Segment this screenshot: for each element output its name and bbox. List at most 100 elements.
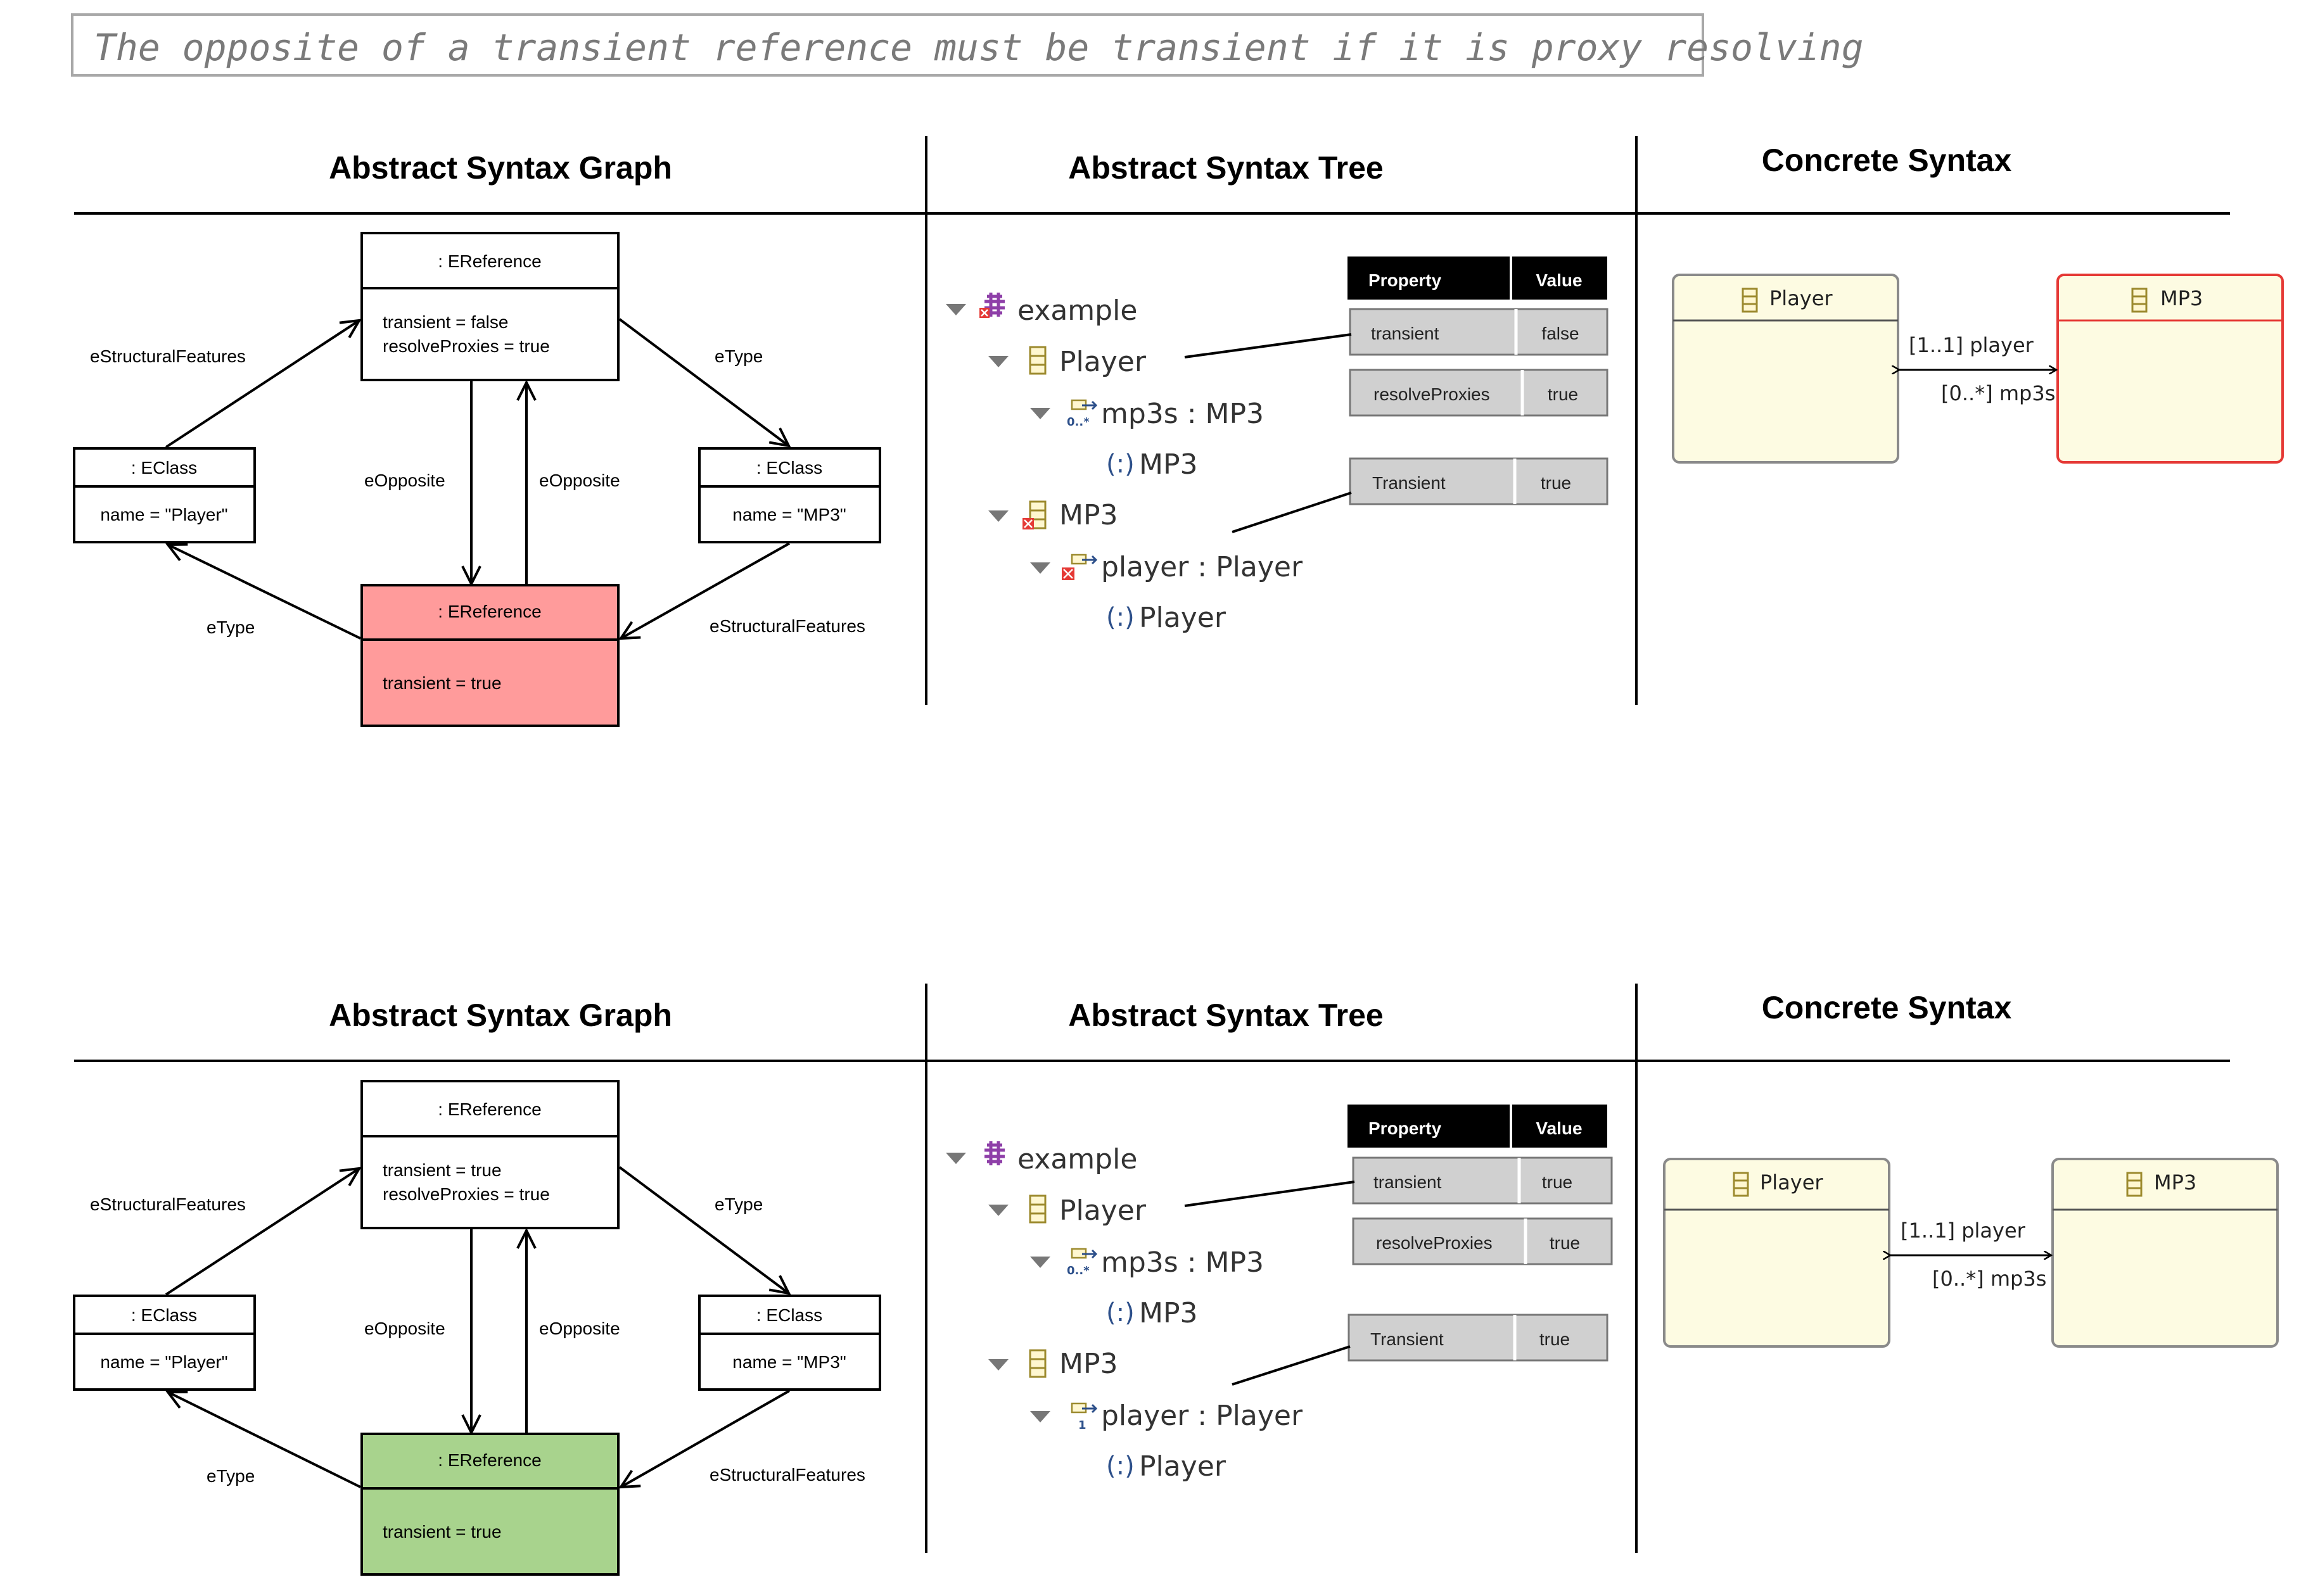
ast-header: Abstract Syntax Tree	[1068, 998, 1383, 1033]
bottom-ereference-title: : EReference	[438, 602, 541, 621]
expand-triangle-icon[interactable]	[1030, 408, 1050, 419]
asg-header: Abstract Syntax Graph	[329, 150, 672, 186]
cs-mp3-class-error[interactable]: MP3	[2056, 274, 2284, 464]
tree-item-example[interactable]: example	[1017, 294, 1137, 327]
right-eclass-title: : EClass	[756, 1305, 822, 1325]
expand-triangle-icon[interactable]	[1030, 1257, 1050, 1268]
left-eclass-name: name = "Player"	[100, 505, 227, 524]
edge-left-type	[168, 545, 361, 640]
cs-mp3-name: MP3	[2154, 1170, 2196, 1194]
reference-one-icon	[1062, 554, 1098, 580]
edge-left-struct	[165, 320, 359, 448]
class-icon	[1029, 1194, 1047, 1224]
class-icon	[1742, 288, 1758, 313]
prop-name: Transient	[1372, 473, 1446, 493]
cs-player-class[interactable]: Player	[1663, 1158, 1890, 1348]
bottom-ereference-box-error: : EReference transient = true	[360, 584, 620, 727]
edge-right-type	[618, 1166, 789, 1293]
cs-header: Concrete Syntax	[1762, 142, 2012, 178]
connector-mp3-props	[1232, 491, 1352, 533]
tree-item-mp3[interactable]: MP3	[1059, 1348, 1118, 1380]
tree-item-mp3s[interactable]: mp3s : MP3	[1101, 398, 1264, 430]
edge-right-struct	[621, 542, 790, 638]
cs-label-player: [1..1] player	[1909, 333, 2034, 357]
label-right-type: eType	[715, 346, 763, 366]
edge-right-struct	[621, 1390, 790, 1487]
bottom-ereference-box-ok: : EReference transient = true	[360, 1433, 620, 1576]
top-ereference-title: : EReference	[438, 1099, 541, 1119]
package-icon	[979, 293, 1005, 318]
svg-text:1: 1	[1078, 1419, 1086, 1432]
cs-mp3-class[interactable]: MP3	[2051, 1158, 2279, 1348]
top-ereference-box: : EReference transient = false resolvePr…	[360, 232, 620, 381]
tree-item-type-player[interactable]: Player	[1139, 602, 1226, 634]
tree-item-player-ref[interactable]: player : Player	[1101, 1400, 1303, 1432]
prop-name: resolveProxies	[1373, 384, 1490, 404]
expand-triangle-icon[interactable]	[988, 356, 1009, 367]
tree-item-player[interactable]: Player	[1059, 1194, 1147, 1227]
label-left-struct: eStructuralFeatures	[90, 346, 246, 366]
prop-value: true	[1550, 1233, 1580, 1253]
prop-value: false	[1541, 324, 1579, 343]
title-box: The opposite of a transient reference mu…	[71, 13, 1864, 77]
top-ereference-attr-1: transient = false	[383, 312, 508, 332]
tree-item-type-player[interactable]: Player	[1139, 1450, 1226, 1483]
label-left-struct: eStructuralFeatures	[90, 1194, 246, 1214]
bottom-ereference-title: : EReference	[438, 1450, 541, 1470]
expand-triangle-icon[interactable]	[1030, 562, 1050, 574]
label-right-struct: eStructuralFeatures	[710, 1465, 865, 1485]
edge-left-struct	[165, 1168, 359, 1296]
expand-triangle-icon[interactable]	[988, 1359, 1009, 1371]
top-ereference-title: : EReference	[438, 251, 541, 271]
property-table-bottom: Transient true	[1349, 457, 1608, 505]
label-opp-left: eOpposite	[364, 1319, 445, 1338]
right-eclass-name: name = "MP3"	[732, 505, 846, 524]
cs-player-name: Player	[1769, 286, 1833, 310]
prop-value: true	[1541, 473, 1571, 493]
label-right-type: eType	[715, 1194, 763, 1214]
ast-tree: example Player 0..* mp3s : MP3 (:) MP3	[946, 1141, 1303, 1483]
cs-player-class[interactable]: Player	[1672, 274, 1899, 464]
left-eclass-title: : EClass	[131, 458, 197, 478]
expand-triangle-icon[interactable]	[946, 304, 966, 315]
right-eclass-box: : EClass name = "MP3"	[698, 1295, 881, 1391]
class-icon	[1733, 1172, 1749, 1197]
class-icon	[2126, 1172, 2143, 1197]
cs-label-mp3s: [0..*] mp3s	[1932, 1267, 2046, 1291]
label-left-type: eType	[207, 1466, 255, 1486]
tree-item-player-ref[interactable]: player : Player	[1101, 551, 1303, 583]
svg-text:0..*: 0..*	[1067, 1264, 1090, 1277]
property-table-top: Property Value transient false resolvePr…	[1347, 256, 1608, 417]
prop-header-value: Value	[1536, 1118, 1582, 1138]
expand-triangle-icon[interactable]	[1030, 1411, 1050, 1422]
connector-player-props	[1184, 333, 1352, 358]
top-ereference-attr-1: transient = true	[383, 1160, 502, 1180]
class-icon	[1029, 1349, 1047, 1378]
tree-item-example[interactable]: example	[1017, 1143, 1137, 1175]
top-ereference-attr-2: resolveProxies = true	[383, 1184, 550, 1204]
prop-header-value: Value	[1536, 270, 1582, 290]
label-opp-right: eOpposite	[539, 471, 620, 490]
asg-header: Abstract Syntax Graph	[329, 998, 672, 1033]
tree-item-type-mp3[interactable]: MP3	[1139, 448, 1198, 481]
tree-item-player[interactable]: Player	[1059, 346, 1147, 378]
bottom-ereference-attr-1: transient = true	[383, 1522, 502, 1542]
label-opp-left: eOpposite	[364, 471, 445, 490]
expand-triangle-icon[interactable]	[988, 1205, 1009, 1216]
tree-item-mp3[interactable]: MP3	[1059, 499, 1118, 531]
expand-triangle-icon[interactable]	[988, 510, 1009, 522]
prop-name: Transient	[1370, 1329, 1444, 1349]
prop-value: true	[1542, 1172, 1572, 1192]
tree-item-mp3s[interactable]: mp3s : MP3	[1101, 1246, 1264, 1279]
prop-name: transient	[1373, 1172, 1442, 1192]
package-icon	[984, 1141, 1005, 1165]
label-opp-right: eOpposite	[539, 1319, 620, 1338]
svg-text:0..*: 0..*	[1067, 415, 1090, 429]
panel-error: Abstract Syntax Graph Abstract Syntax Tr…	[73, 136, 2284, 727]
expand-triangle-icon[interactable]	[946, 1153, 966, 1164]
top-ereference-attr-2: resolveProxies = true	[383, 336, 550, 356]
class-icon	[1029, 346, 1047, 375]
tree-item-type-mp3[interactable]: MP3	[1139, 1297, 1198, 1329]
type-icon: (:)	[1106, 1452, 1135, 1481]
left-eclass-box: : EClass name = "Player"	[73, 447, 256, 543]
